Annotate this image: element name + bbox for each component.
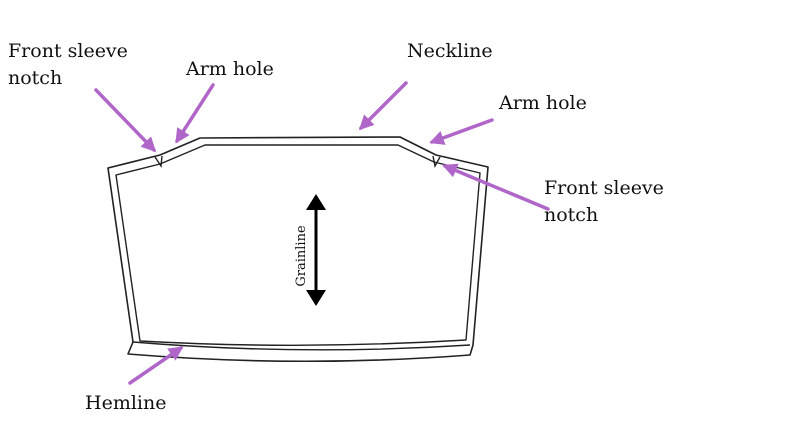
- front-sleeve-notch-right-label-line2: notch: [544, 204, 598, 226]
- front-sleeve-notch-right-label-line1: Front sleeve: [544, 177, 664, 199]
- hem-fold-line: [132, 341, 471, 351]
- arm-hole-right-arrow: [429, 118, 494, 145]
- arm-hole-left-label: Arm hole: [185, 58, 274, 80]
- front-sleeve-notch-right-arrow: [442, 163, 550, 211]
- front-sleeve-notch-left-label-line2: notch: [8, 67, 62, 89]
- neckline-label: Neckline: [407, 40, 493, 62]
- pattern-seam-line: [115, 144, 481, 346]
- grainline-label: Grainline: [294, 225, 309, 287]
- grainline-arrow: [306, 194, 326, 306]
- pattern-cutting-line: [107, 136, 489, 363]
- hemline-label: Hemline: [85, 392, 166, 414]
- left-sleeve-notch: [154, 155, 163, 169]
- hemline-arrow: [128, 346, 184, 385]
- front-sleeve-notch-left-arrow: [94, 88, 157, 153]
- neckline-arrow: [358, 81, 408, 131]
- front-sleeve-notch-left-label-line1: Front sleeve: [8, 40, 128, 62]
- arm-hole-left-arrow: [175, 83, 215, 144]
- arm-hole-right-label: Arm hole: [498, 92, 587, 114]
- right-sleeve-notch: [432, 155, 441, 169]
